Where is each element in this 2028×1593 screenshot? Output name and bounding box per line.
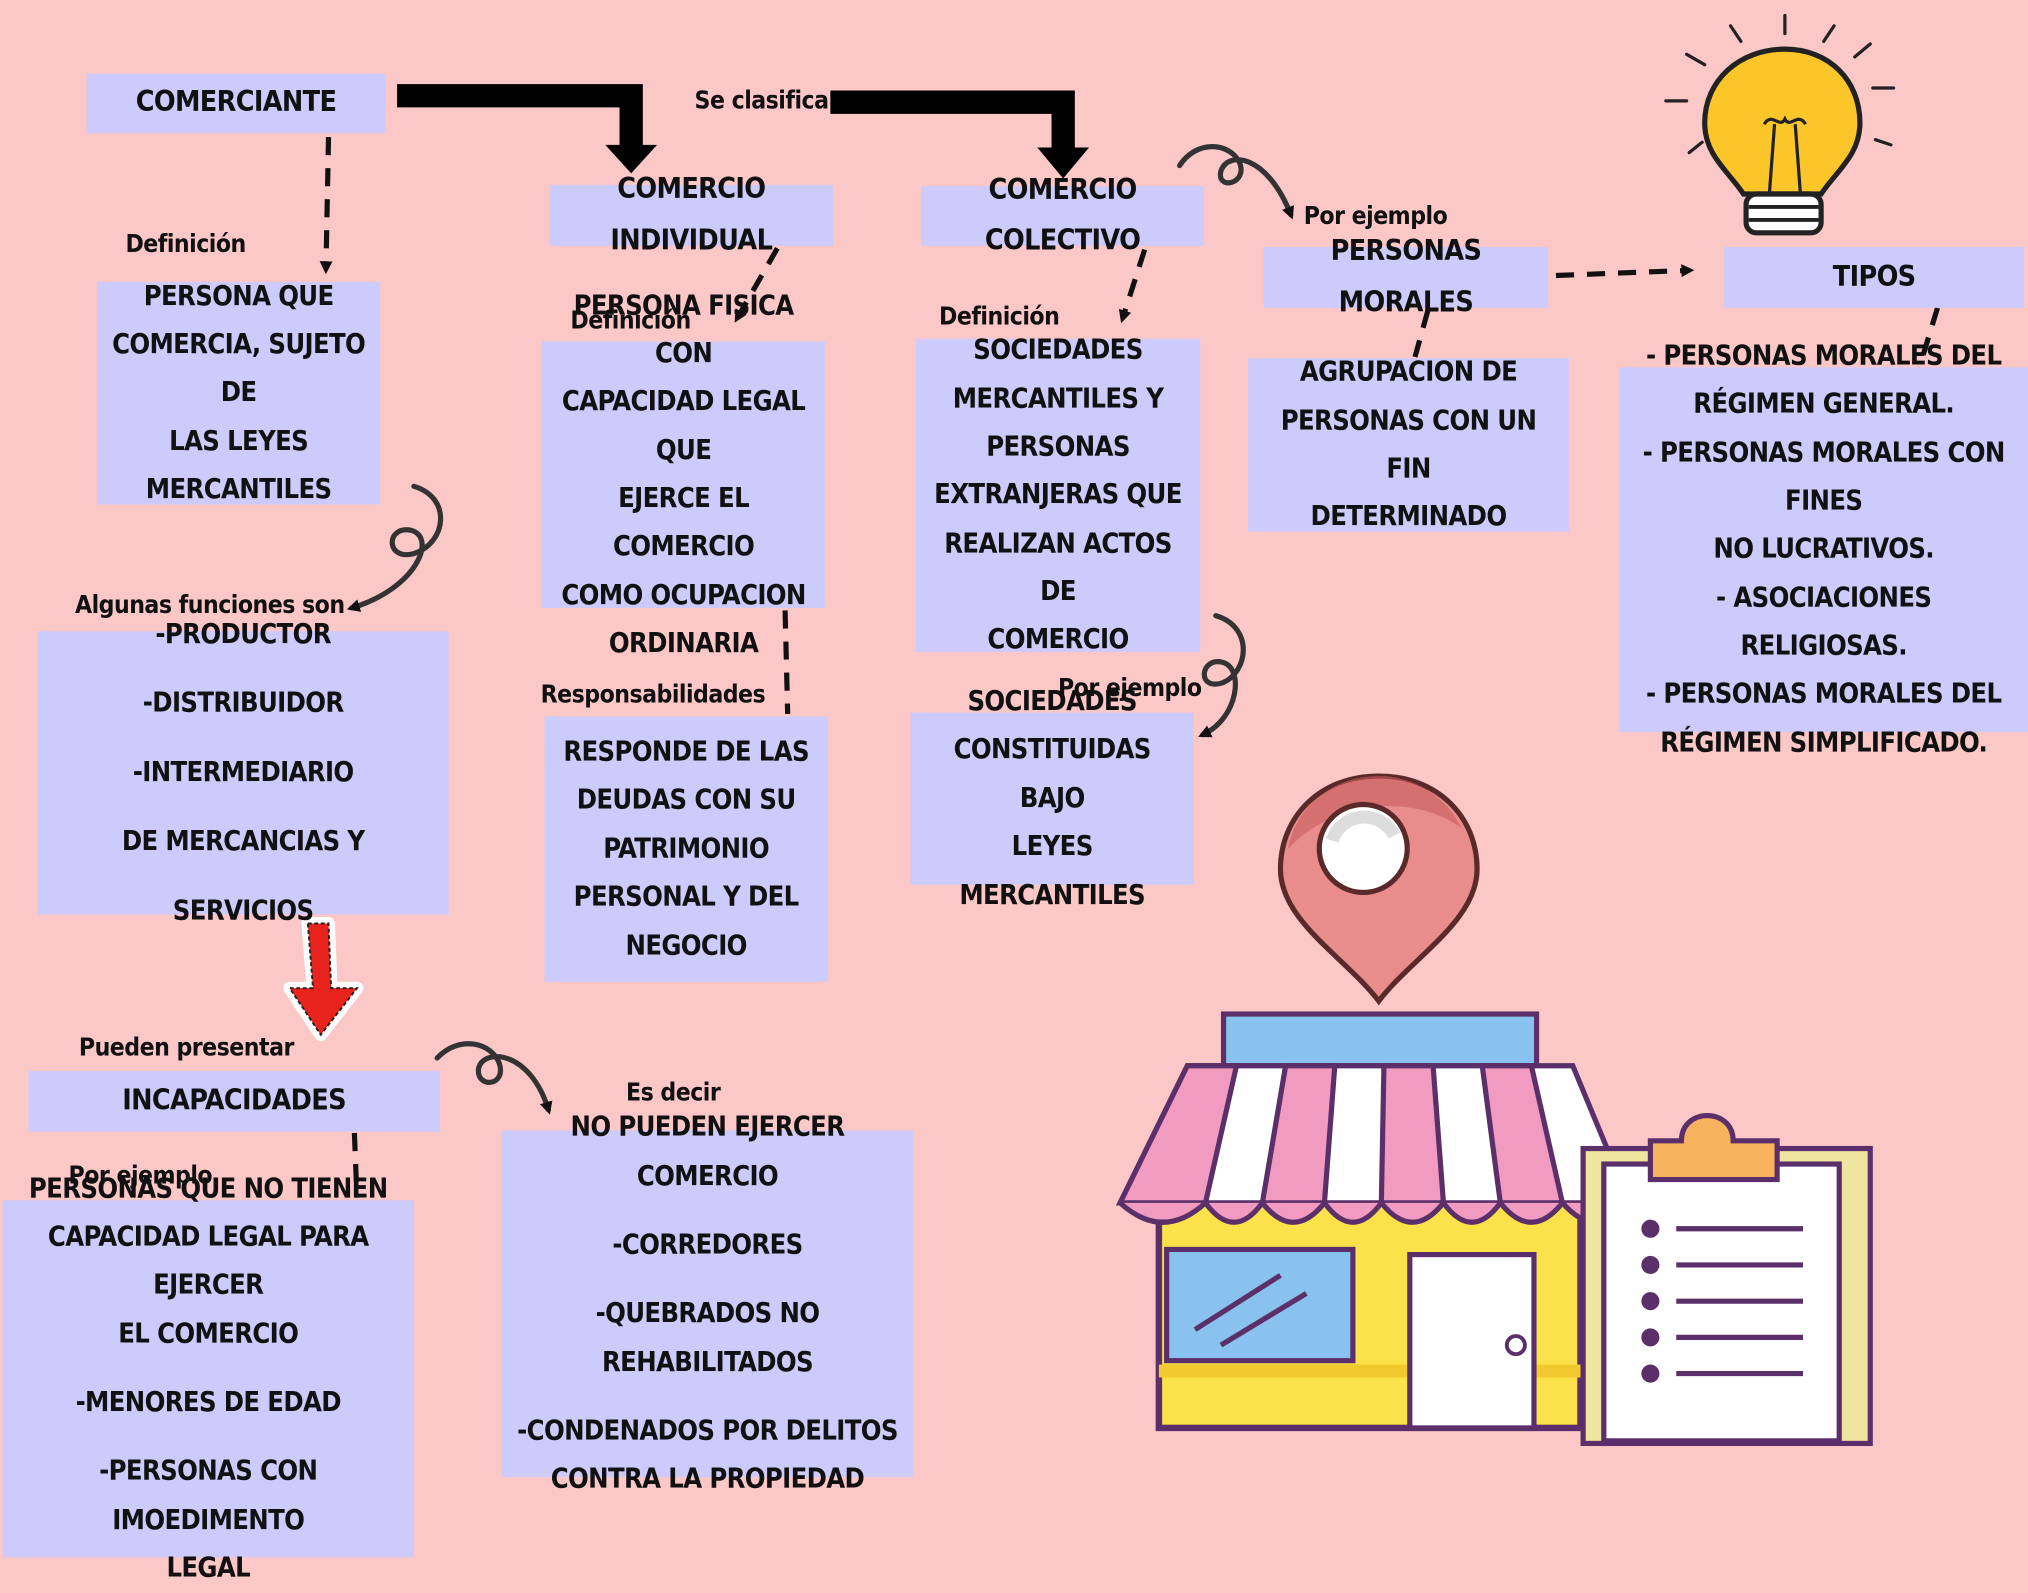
text-line: CAPACIDAD LEGAL QUE [561,385,806,466]
text-line: MERCANTILES [145,473,332,505]
lightbulb-icon [1664,13,1896,236]
list-item: -CONDENADOS POR DELITOS [517,1415,898,1447]
clipboard-icon [1580,1113,1873,1447]
classification-arrows [397,84,1090,179]
comerciante-title-text: COMERCIANTE [135,87,337,120]
personas-morales-title: PERSONAS MORALES [1263,236,1549,319]
comercio-colectivo-title: COMERCIO COLECTIVO [920,174,1205,257]
responsabilidades-box: RESPONDE DE LAS DEUDAS CON SU PATRIMONIO… [544,716,828,982]
text-line: PERSONA QUE [143,280,334,312]
incapacidades-ejemplo-box: PERSONAS QUE NO TIENEN CAPACIDAD LEGAL P… [2,1172,414,1583]
colectivo-definicion-label: Definición [939,302,1060,332]
comerciante-definicion-box: PERSONA QUE COMERCIA, SUJETO DE LAS LEYE… [97,280,381,505]
text-line: EJERCE EL COMERCIO [612,482,755,562]
pueden-presentar-label: Pueden presentar [78,1033,294,1062]
text-line: EXTRANJERAS QUE [934,478,1182,511]
text-line: REALIZAN ACTOS DE [944,527,1172,607]
text-line: CAPACIDAD LEGAL PARA EJERCER [47,1220,369,1301]
concept-map: COMERCIANTE Definición PERSONA QUE COMER… [2,13,2028,1583]
text-line: PERSONAS CON UN FIN [1280,404,1537,484]
list-item: -QUEBRADOS NO REHABILITADOS [595,1297,820,1378]
list-item: -DISTRIBUIDOR [142,687,344,719]
comercio-colectivo-title-text: COMERCIO COLECTIVO [984,174,1141,258]
list-item: - PERSONAS MORALES CON FINES [1642,436,2006,516]
responsabilidades-label: Responsabilidades [540,680,766,709]
colectivo-ejemplo-box: SOCIEDADES CONSTITUIDAS BAJO LEYES MERCA… [910,686,1194,910]
text-line: PERSONA FISICA CON [573,289,795,369]
text-line: DEUDAS CON SU [576,784,796,816]
text-line: PATRIMONIO [603,832,770,864]
list-item: LEGAL [166,1552,251,1584]
text-line: CONSTITUIDAS BAJO [953,733,1152,814]
se-clasifica-label: Se clasifica [694,86,829,116]
loop-arrows [346,144,1295,1115]
comerciante-definicion-label: Definición [125,230,246,259]
tipos-title-text: TIPOS [1832,261,1916,294]
text-line: MERCANTILES Y [952,382,1164,414]
es-decir-box: NO PUEDEN EJERCER COMERCIO -CORREDORES -… [501,1111,914,1494]
personas-morales-box: AGRUPACION DE PERSONAS CON UN FIN DETERM… [1248,356,1569,532]
individual-definicion-label: Definición [570,306,691,335]
text-line: COMERCIO [987,623,1129,656]
tipos-box: - PERSONAS MORALES DEL RÉGIMEN GENERAL. … [1619,340,2028,758]
comercio-individual-title-text: COMERCIO INDIVIDUAL [610,173,773,257]
colectivo-definicion-box: SOCIEDADES MERCANTILES Y PERSONAS EXTRAN… [915,334,1201,655]
list-item: - ASOCIACIONES RELIGIOSAS. [1716,581,1932,662]
text-line: LEYES MERCANTILES [959,830,1146,910]
text-line: ORDINARIA [608,627,759,659]
text-line: RESPONDE DE LAS [563,736,809,768]
funciones-label: Algunas funciones son [75,591,345,620]
incapacidades-title: INCAPACIDADES [28,1070,440,1132]
text-line: PERSONAS QUE NO TIENEN [28,1172,388,1204]
store-icon [1115,1011,1634,1432]
dashed-connectors [319,137,1940,1198]
text-line: PERSONAL Y DEL [573,881,800,913]
list-item: -CORREDORES [612,1228,803,1260]
list-item: -MENORES DE EDAD [75,1386,342,1418]
funciones-box: -PRODUCTOR -DISTRIBUIDOR -INTERMEDIARIO … [37,618,449,926]
text-line: SOCIEDADES [967,685,1137,717]
list-item: - PERSONAS MORALES DEL [1645,678,2002,710]
es-decir-label: Es decir [626,1078,721,1108]
incapacidades-ejemplo-label: Por ejemplo [68,1161,213,1190]
list-item: NO LUCRATIVOS. [1713,533,1934,565]
red-down-arrow [283,917,364,1042]
list-item: -INTERMEDIARIO [132,756,354,788]
text-line: DETERMINADO [1310,501,1508,533]
text-line: SOCIEDADES [973,333,1143,365]
list-item: NO PUEDEN EJERCER COMERCIO [570,1111,846,1191]
list-item: DE MERCANCIAS Y SERVICIOS [121,825,365,926]
list-item: -PERSONAS CON IMOEDIMENTO [99,1455,318,1535]
individual-definicion-box: PERSONA FISICA CON CAPACIDAD LEGAL QUE E… [541,289,826,659]
list-item: RÉGIMEN SIMPLIFICADO. [1660,726,1988,758]
list-item: RÉGIMEN GENERAL. [1693,388,1955,420]
personas-morales-title-text: PERSONAS MORALES [1330,235,1482,319]
text-line: COMO OCUPACION [561,579,806,611]
comerciante-title: COMERCIANTE [86,73,386,134]
colectivo-ejemplo-label: Por ejemplo [1058,673,1202,703]
location-pin-icon [1277,773,1480,1006]
list-item: CONTRA LA PROPIEDAD [550,1463,865,1495]
text-line: PERSONAS [986,430,1130,462]
list-item: -PRODUCTOR [155,617,331,649]
morales-ejemplo-label: Por ejemplo [1303,201,1448,231]
comercio-individual-title: COMERCIO INDIVIDUAL [549,174,833,257]
text-line: AGRUPACION DE [1299,356,1518,388]
tipos-title: TIPOS [1724,247,2025,308]
text-line: COMERCIA, SUJETO DE [112,328,366,408]
incapacidades-title-text: INCAPACIDADES [122,1085,346,1118]
text-line: NEGOCIO [625,929,748,961]
list-item: - PERSONAS MORALES DEL [1645,339,2002,371]
connectors-and-illustrations [283,13,1940,1447]
text-line: EL COMERCIO [118,1317,299,1349]
text-line: LAS LEYES [169,425,309,457]
